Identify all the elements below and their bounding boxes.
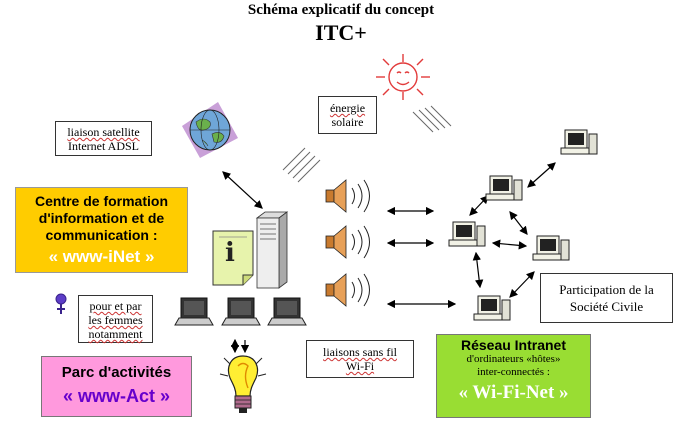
arrow-top-farright bbox=[527, 162, 556, 188]
arrow-host-top bbox=[469, 195, 489, 216]
wifi-label: liaisons sans fil Wi-Fi bbox=[306, 340, 414, 378]
women-label: pour et par les femmes notamment bbox=[78, 295, 153, 343]
loudspeaker-icon bbox=[325, 225, 370, 259]
server-icon bbox=[255, 211, 289, 289]
laptop-icon bbox=[221, 297, 261, 326]
svg-text:i: i bbox=[225, 238, 235, 268]
sun-icon bbox=[376, 54, 430, 100]
parc-activites-box: Parc d'activités « www-Act » bbox=[41, 356, 192, 417]
diagram-title: Schéma explicatif du concept bbox=[247, 2, 435, 18]
www-act-label: « www-Act » bbox=[62, 386, 171, 406]
diagram-subtitle: ITC+ bbox=[315, 20, 367, 45]
reseau-intranet-box: Réseau Intranet d'ordinateurs «hôtes» in… bbox=[436, 334, 591, 418]
loudspeaker-icon bbox=[325, 273, 370, 307]
arrow-host-right bbox=[491, 239, 528, 250]
document-icon: i bbox=[212, 230, 254, 286]
globe-icon bbox=[182, 102, 238, 158]
laptop-icon bbox=[174, 297, 214, 326]
female-symbol-icon bbox=[55, 293, 67, 314]
centre-formation-box: Centre de formation d'information et de … bbox=[15, 187, 188, 273]
wifi-net-label: « Wi-Fi-Net » bbox=[458, 382, 569, 403]
solar-energy-label: énergie solaire bbox=[318, 96, 377, 134]
lightbulb-icon bbox=[219, 355, 267, 413]
loudspeaker-icon bbox=[325, 179, 370, 213]
laptop-icon bbox=[267, 297, 307, 326]
participation-label: Participation de la Société Civile bbox=[540, 273, 673, 323]
arrow-right-bottom bbox=[509, 271, 535, 298]
satellite-label: liaison satellite Internet ADSL bbox=[55, 121, 152, 156]
arrow-host-bottom bbox=[472, 251, 484, 289]
loudspeaker-icons bbox=[325, 179, 370, 307]
arrow-top-right bbox=[509, 211, 528, 235]
www-inet-label: « www-iNet » bbox=[48, 247, 155, 266]
arrow-globe-server bbox=[222, 171, 263, 209]
